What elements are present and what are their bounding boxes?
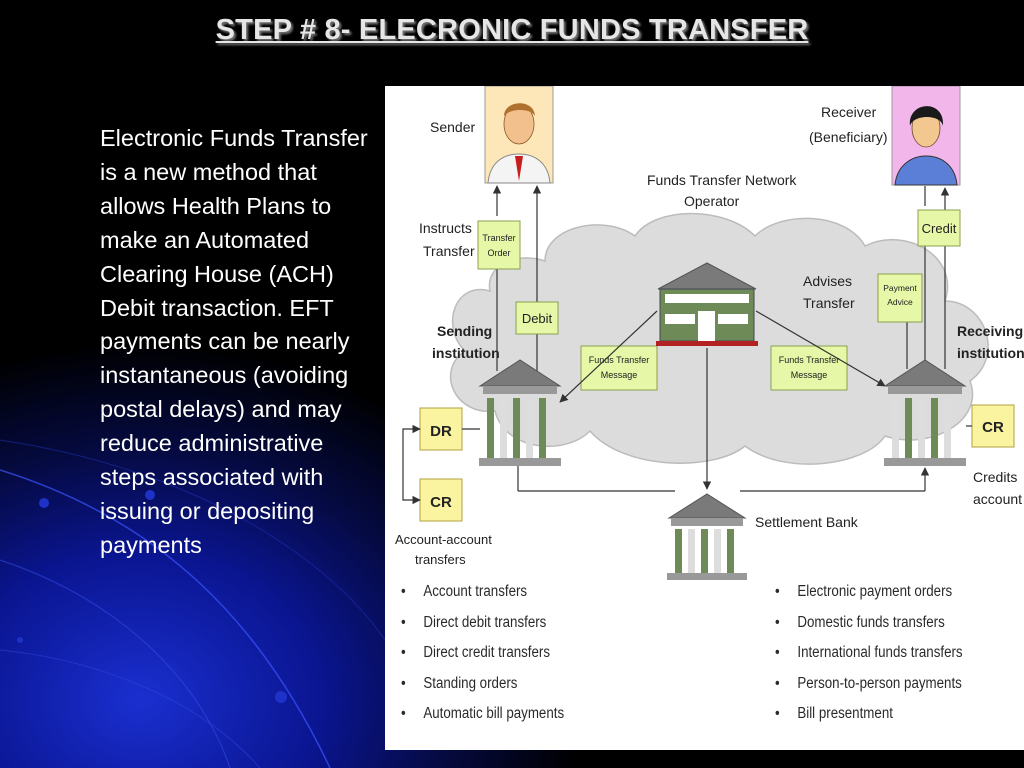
operator-label-1: Funds Transfer Network <box>647 172 797 188</box>
eft-diagram-canvas: Sender Receiver (Beneficiary) Funds Tran… <box>395 86 1024 580</box>
cr-box-left: CR <box>419 478 463 522</box>
operator-label-2: Operator <box>684 193 740 209</box>
list-item: Bill presentment <box>775 699 963 730</box>
instructs-label-2: Transfer <box>423 243 475 259</box>
list-item: Standing orders <box>401 669 564 700</box>
list-item: Direct credit transfers <box>401 638 564 669</box>
svg-text:Funds Transfer: Funds Transfer <box>589 355 650 365</box>
receiving-label-1: Receiving <box>957 323 1023 339</box>
ftm-right-note: Funds Transfer Message <box>770 345 848 391</box>
list-item: Account transfers <box>401 577 564 608</box>
bullet-list-left: Account transfers Direct debit transfers… <box>401 577 564 730</box>
eft-diagram: Sender Receiver (Beneficiary) Funds Tran… <box>385 86 1024 750</box>
list-item: Electronic payment orders <box>775 577 963 608</box>
svg-text:Order: Order <box>487 248 510 258</box>
receiving-bank-icon <box>883 359 967 466</box>
credit-note: Credit <box>917 209 961 247</box>
svg-text:Advice: Advice <box>887 297 913 307</box>
list-item: Domestic funds transfers <box>775 608 963 639</box>
list-item: International funds transfers <box>775 638 962 669</box>
receiver-label-2: (Beneficiary) <box>809 129 888 145</box>
receiving-label-2: institution <box>957 345 1024 361</box>
svg-text:Credit: Credit <box>922 221 957 236</box>
svg-text:Transfer: Transfer <box>482 233 515 243</box>
sender-label: Sender <box>430 119 475 135</box>
receiver-person-icon <box>891 86 961 186</box>
acct-label-2: transfers <box>415 552 466 567</box>
sending-label-1: Sending <box>437 323 492 339</box>
credits-label-2: account <box>973 491 1022 507</box>
instructs-label-1: Instructs <box>419 220 472 236</box>
list-item: Person-to-person payments <box>775 669 963 700</box>
list-item: Automatic bill payments <box>401 699 564 730</box>
svg-text:DR: DR <box>430 423 452 440</box>
svg-text:Debit: Debit <box>522 311 553 326</box>
svg-text:CR: CR <box>982 419 1004 436</box>
advises-label-2: Transfer <box>803 295 855 311</box>
transfer-order-note: Transfer Order <box>477 220 521 270</box>
advises-label-1: Advises <box>803 273 852 289</box>
dr-box: DR <box>419 407 463 451</box>
slide-title: STEP # 8- ELECRONIC FUNDS TRANSFER <box>215 14 809 46</box>
body-paragraph: Electronic Funds Transfer is a new metho… <box>100 125 368 558</box>
cr-box-right: CR <box>971 404 1015 448</box>
svg-text:Message: Message <box>791 370 828 380</box>
list-item: Direct debit transfers <box>401 608 564 639</box>
bullet-list-right: Electronic payment orders Domestic funds… <box>775 577 963 730</box>
debit-note: Debit <box>515 301 559 335</box>
ftm-left-note: Funds Transfer Message <box>580 345 658 391</box>
payment-advice-note: Payment Advice <box>877 273 923 323</box>
operator-bank-icon <box>656 262 758 346</box>
receiver-label-1: Receiver <box>821 104 877 120</box>
settlement-bank-icon <box>667 493 747 580</box>
acct-label-1: Account-account <box>395 532 492 547</box>
sending-label-2: institution <box>432 345 500 361</box>
sender-person-icon <box>484 86 554 184</box>
svg-text:CR: CR <box>430 494 452 511</box>
credits-label-1: Credits <box>973 469 1017 485</box>
svg-text:Message: Message <box>601 370 638 380</box>
svg-text:Funds Transfer: Funds Transfer <box>779 355 840 365</box>
svg-text:Payment: Payment <box>883 283 917 293</box>
sending-bank-icon <box>478 359 562 466</box>
settlement-label: Settlement Bank <box>755 514 859 530</box>
